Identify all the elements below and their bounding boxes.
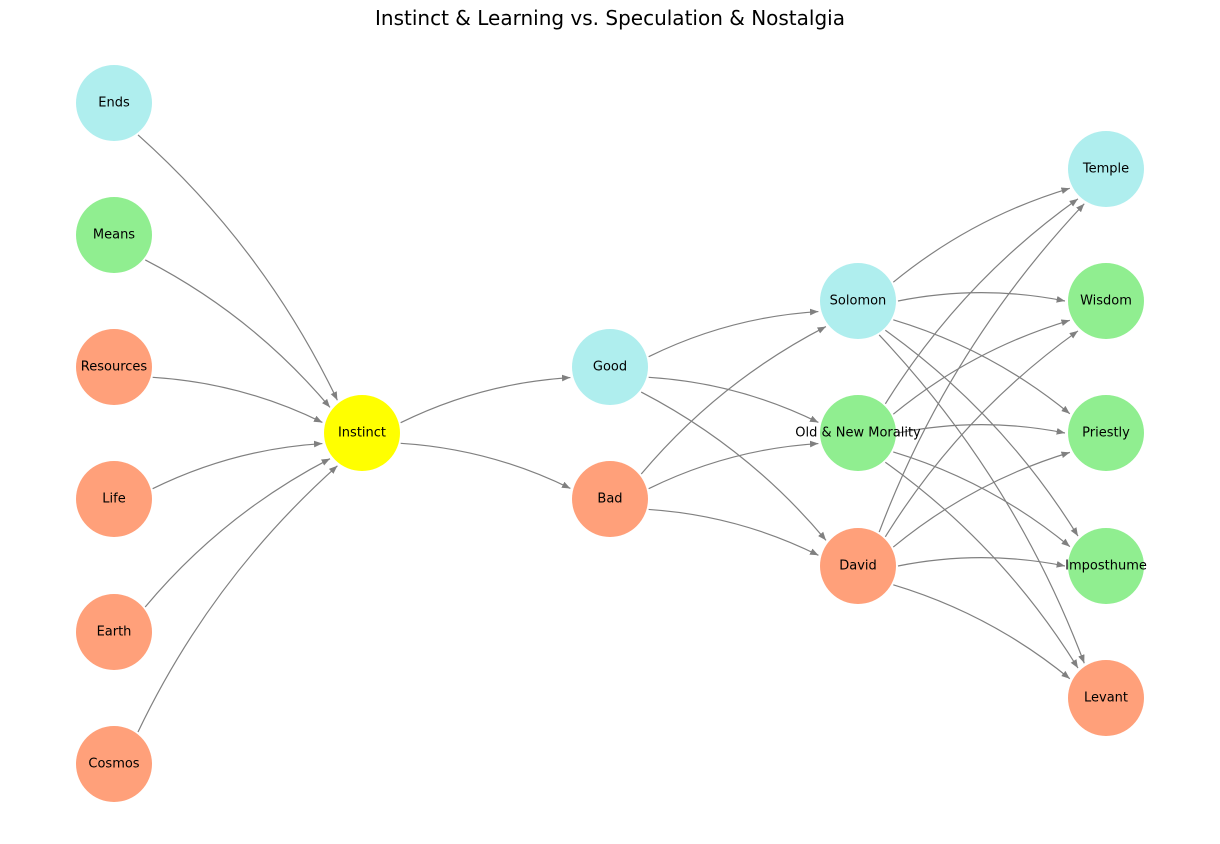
node-resources: Resources (76, 329, 152, 405)
edge-earth-to-instinct (144, 458, 331, 608)
node-morality-label: Old & New Morality (795, 426, 921, 441)
edge-david-to-temple (878, 203, 1085, 533)
node-earth-label: Earth (97, 625, 132, 640)
node-imposthume-circle (1068, 528, 1144, 604)
edge-ends-to-instinct (137, 134, 338, 401)
edge-david-to-wisdom (884, 330, 1079, 538)
node-means-label: Means (93, 228, 135, 243)
node-temple-label: Temple (1082, 162, 1129, 177)
node-instinct: Instinct (324, 395, 400, 471)
diagram-title: Instinct & Learning vs. Speculation & No… (375, 6, 845, 30)
node-bad: Bad (572, 461, 648, 537)
node-ends: Ends (76, 65, 152, 141)
node-bad-label: Bad (597, 492, 622, 507)
node-good-circle (572, 329, 648, 405)
edge-instinct-to-good (400, 374, 571, 424)
edge-resources-to-instinct (152, 376, 323, 423)
edge-instinct-to-bad (400, 442, 571, 489)
node-imposthume-label: Imposthume (1065, 559, 1147, 574)
edge-solomon-to-wisdom (897, 292, 1066, 303)
node-instinct-circle (324, 395, 400, 471)
node-resources-label: Resources (81, 360, 148, 375)
node-levant: Levant (1068, 660, 1144, 736)
edge-david-to-priestly (892, 451, 1071, 548)
node-temple-circle (1068, 131, 1144, 207)
edge-solomon-to-levant (878, 334, 1085, 664)
edge-good-to-david (640, 391, 827, 541)
edge-means-to-instinct (144, 259, 331, 408)
edge-good-to-solomon (648, 308, 819, 358)
node-cosmos-label: Cosmos (88, 757, 139, 772)
node-priestly-label: Priestly (1082, 426, 1130, 441)
node-means: Means (76, 197, 152, 273)
edge-bad-to-solomon (640, 326, 827, 475)
edge-bad-to-david (648, 508, 819, 556)
edge-bad-to-morality (648, 440, 819, 490)
node-david-label: David (839, 559, 877, 574)
node-priestly: Priestly (1068, 395, 1144, 471)
node-good-label: Good (593, 360, 627, 375)
edge-morality-to-wisdom (892, 319, 1070, 415)
node-life-circle (76, 461, 152, 537)
node-solomon-circle (820, 263, 896, 339)
node-ends-label: Ends (98, 96, 130, 111)
edge-david-to-levant (893, 584, 1071, 680)
node-morality-circle (820, 395, 896, 471)
node-bad-circle (572, 461, 648, 537)
edge-morality-to-priestly (897, 424, 1066, 435)
node-priestly-circle (1068, 395, 1144, 471)
edge-solomon-to-imposthume (884, 329, 1079, 537)
edge-good-to-morality (648, 376, 819, 423)
node-earth-circle (76, 594, 152, 670)
node-levant-circle (1068, 660, 1144, 736)
node-earth: Earth (76, 594, 152, 670)
edge-morality-to-imposthume (893, 451, 1071, 548)
node-temple: Temple (1068, 131, 1144, 207)
node-solomon-label: Solomon (830, 294, 887, 309)
node-life-label: Life (102, 492, 125, 507)
node-cosmos: Cosmos (76, 726, 152, 802)
node-wisdom: Wisdom (1068, 263, 1144, 339)
node-means-circle (76, 197, 152, 273)
edges-layer (137, 134, 1085, 733)
node-levant-label: Levant (1084, 691, 1128, 706)
edge-cosmos-to-instinct (137, 465, 338, 733)
node-david-circle (820, 528, 896, 604)
edge-morality-to-levant (884, 461, 1079, 669)
node-cosmos-circle (76, 726, 152, 802)
edge-solomon-to-priestly (893, 319, 1071, 415)
node-wisdom-label: Wisdom (1080, 294, 1132, 309)
node-imposthume: Imposthume (1065, 528, 1147, 604)
edge-david-to-imposthume (897, 557, 1066, 568)
node-morality: Old & New Morality (795, 395, 921, 471)
edge-morality-to-temple (884, 198, 1079, 405)
edge-solomon-to-temple (892, 187, 1070, 283)
node-instinct-label: Instinct (338, 426, 386, 441)
node-david: David (820, 528, 896, 604)
edge-life-to-instinct (152, 440, 323, 490)
node-solomon: Solomon (820, 263, 896, 339)
node-good: Good (572, 329, 648, 405)
node-wisdom-circle (1068, 263, 1144, 339)
node-resources-circle (76, 329, 152, 405)
node-life: Life (76, 461, 152, 537)
node-ends-circle (76, 65, 152, 141)
